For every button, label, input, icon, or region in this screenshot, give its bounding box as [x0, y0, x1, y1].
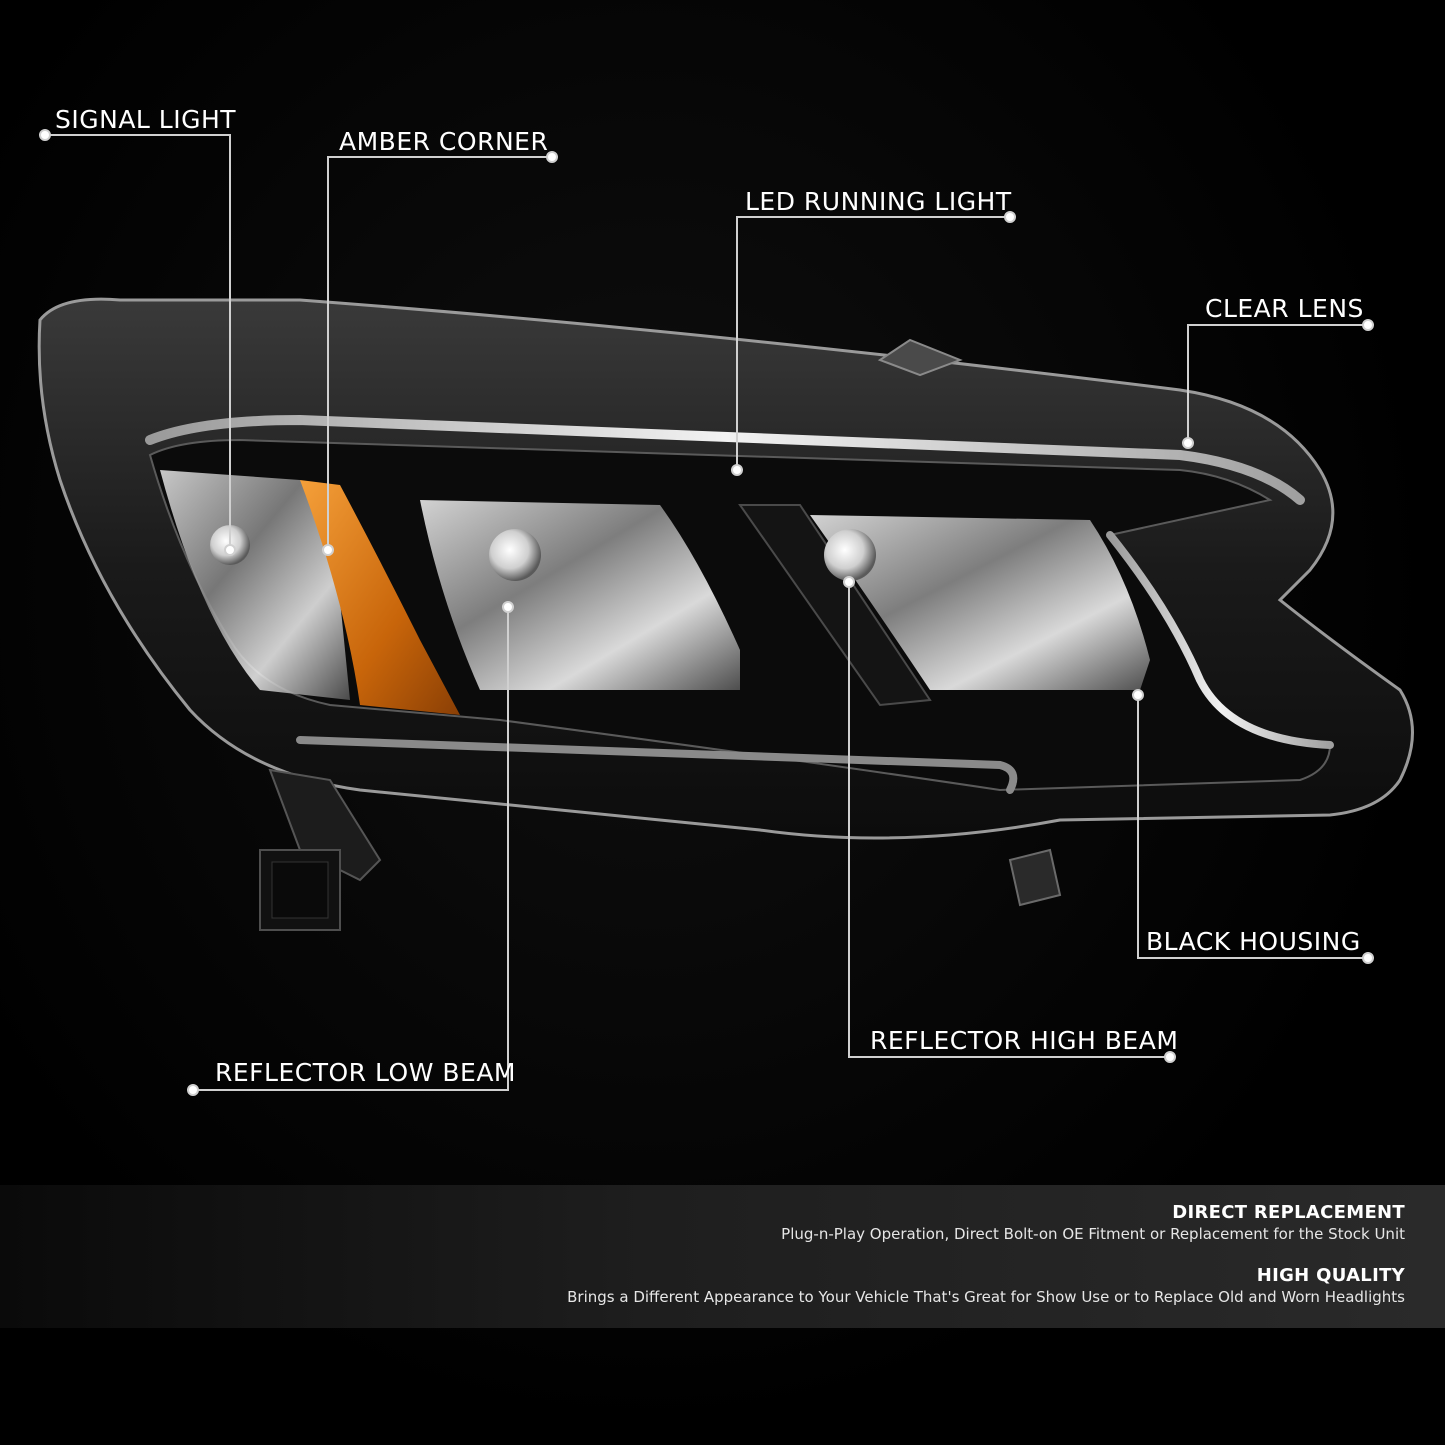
feature-desc-direct-replacement: Plug-n-Play Operation, Direct Bolt-on OE… [781, 1225, 1405, 1243]
callout-amber-corner: AMBER CORNER [339, 127, 549, 156]
callout-led-running-light: LED RUNNING LIGHT [745, 187, 1012, 216]
led-running-light-strip [145, 414, 1305, 505]
amber-corner-lens [300, 480, 460, 715]
feature-title-direct-replacement: DIRECT REPLACEMENT [1172, 1202, 1405, 1223]
signal-light-reflector [160, 470, 350, 700]
callout-black-housing: BLACK HOUSING [1146, 927, 1361, 956]
low-beam-bulb [489, 529, 541, 581]
callout-clear-lens: CLEAR LENS [1205, 294, 1364, 323]
high-beam-reflector [810, 515, 1150, 690]
led-running-light-lower [1106, 531, 1334, 749]
bottom-mounting-tab [1008, 848, 1062, 907]
wiring-connector [259, 768, 382, 931]
features-panel: DIRECT REPLACEMENT Plug-n-Play Operation… [0, 1185, 1445, 1328]
lower-light-bar [296, 736, 1018, 794]
feature-title-high-quality: HIGH QUALITY [1256, 1265, 1405, 1286]
callout-signal-light: SIGNAL LIGHT [55, 105, 237, 134]
leader-lines [39, 129, 1374, 1096]
mounting-tab [877, 338, 963, 377]
housing-divider [738, 504, 932, 707]
high-beam-bulb [824, 529, 876, 581]
callout-reflector-high-beam: REFLECTOR HIGH BEAM [870, 1026, 1179, 1055]
callout-reflector-low-beam: REFLECTOR LOW BEAM [215, 1058, 516, 1087]
feature-desc-high-quality: Brings a Different Appearance to Your Ve… [567, 1288, 1405, 1306]
